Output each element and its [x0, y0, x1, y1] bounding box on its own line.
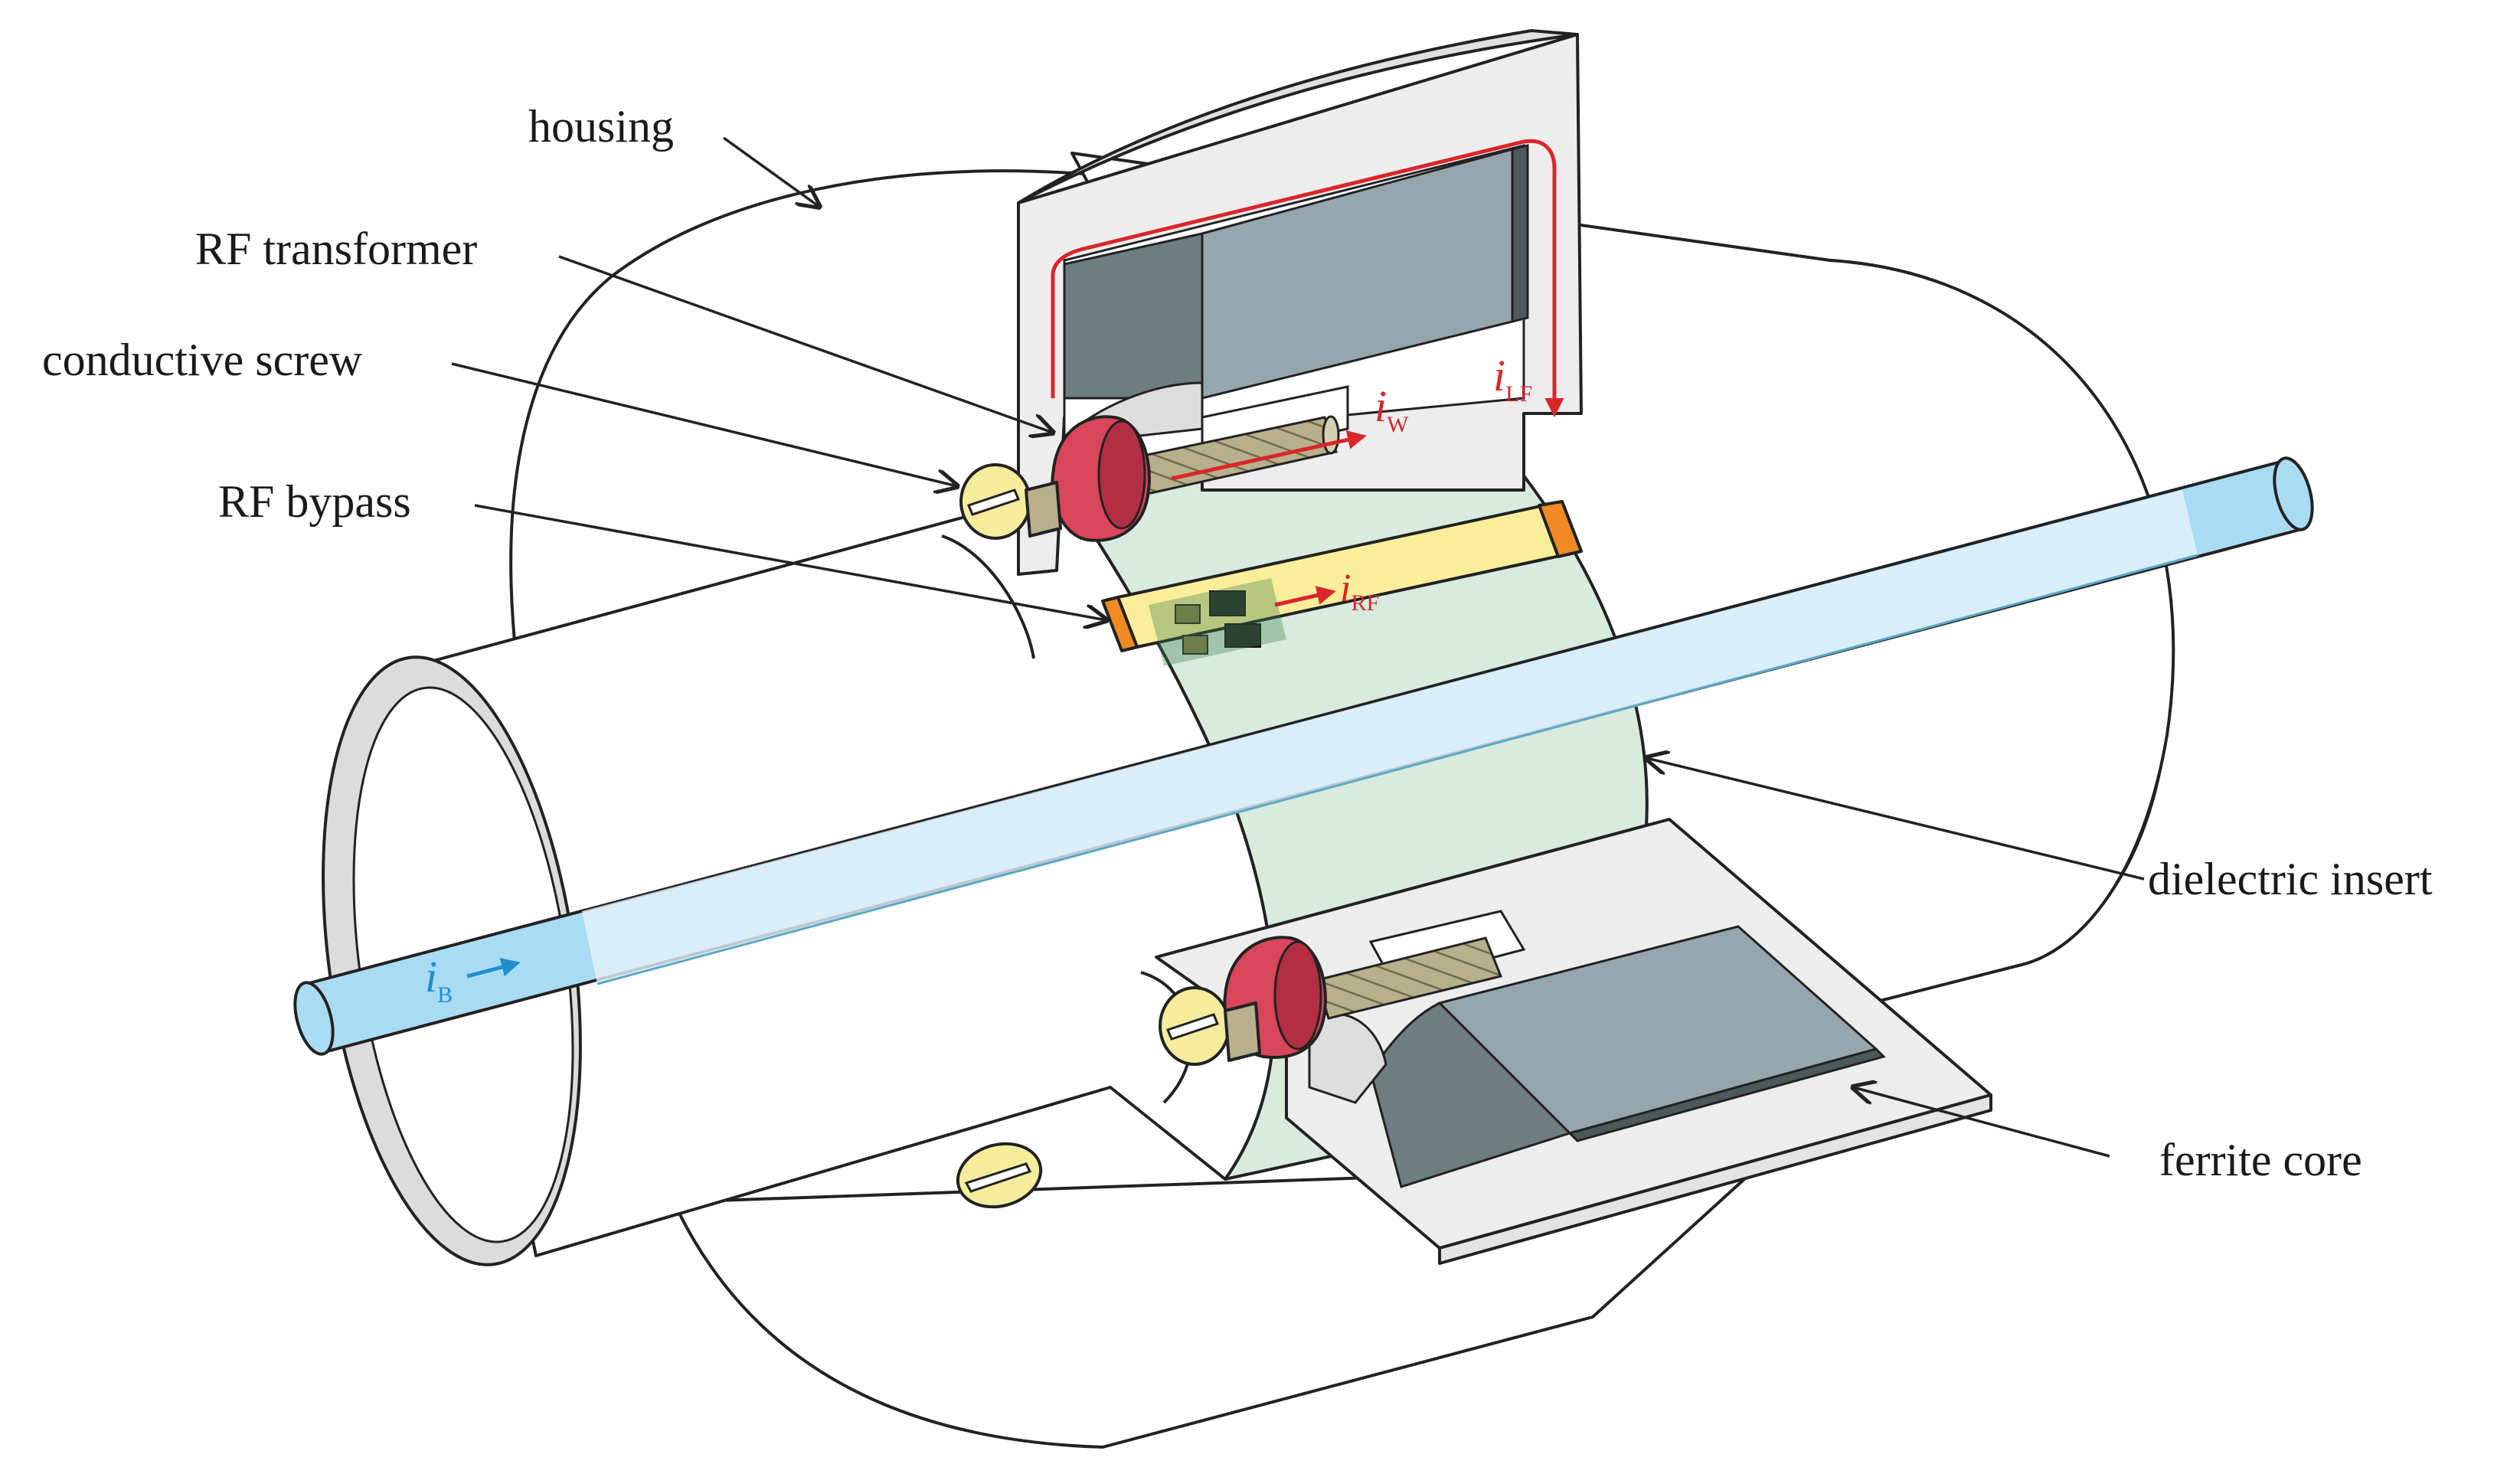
current-label-ib: iB: [425, 952, 453, 1008]
conductive-screw-lower: [1159, 936, 1503, 1066]
current-path-lf: [1051, 139, 1564, 417]
label-rf-transformer: RF transformer: [195, 224, 477, 274]
smd-component: [1209, 590, 1246, 616]
current-arrow-irf: [1274, 586, 1336, 607]
label-conductive-screw: conductive screw: [42, 335, 363, 385]
housing-lower-section: [1155, 818, 1992, 1265]
label-ferrite-core: ferrite core: [2159, 1135, 2362, 1185]
leader-rf-transformer: [558, 255, 1053, 433]
leader-ferrite-core: [1853, 1087, 2110, 1158]
label-housing: housing: [528, 101, 674, 152]
current-arrow-iw: [1171, 430, 1367, 481]
housing-upper-section: [1017, 29, 1583, 576]
screw-bottom-partial: [956, 1142, 1043, 1209]
leader-housing: [722, 136, 819, 207]
screw-tip: [1322, 415, 1340, 455]
smd-component: [1182, 635, 1208, 655]
smd-component: [1224, 623, 1261, 648]
label-rf-bypass: RF bypass: [218, 476, 411, 527]
leader-rf-bypass: [474, 504, 1106, 620]
center-conductor: [293, 456, 2314, 1056]
current-label-irf: iRF: [1340, 567, 1379, 616]
label-dielectric-insert: dielectric insert: [2148, 854, 2433, 904]
current-arrow-ib: [466, 957, 521, 979]
rf-bypass-pcb: [1101, 500, 1583, 666]
current-label-ilf: iLF: [1493, 351, 1532, 407]
smd-component: [1175, 604, 1201, 624]
current-label-iw: iW: [1374, 381, 1409, 437]
leader-dielectric-insert: [1646, 758, 2145, 881]
leader-conductive-screw: [451, 362, 957, 486]
